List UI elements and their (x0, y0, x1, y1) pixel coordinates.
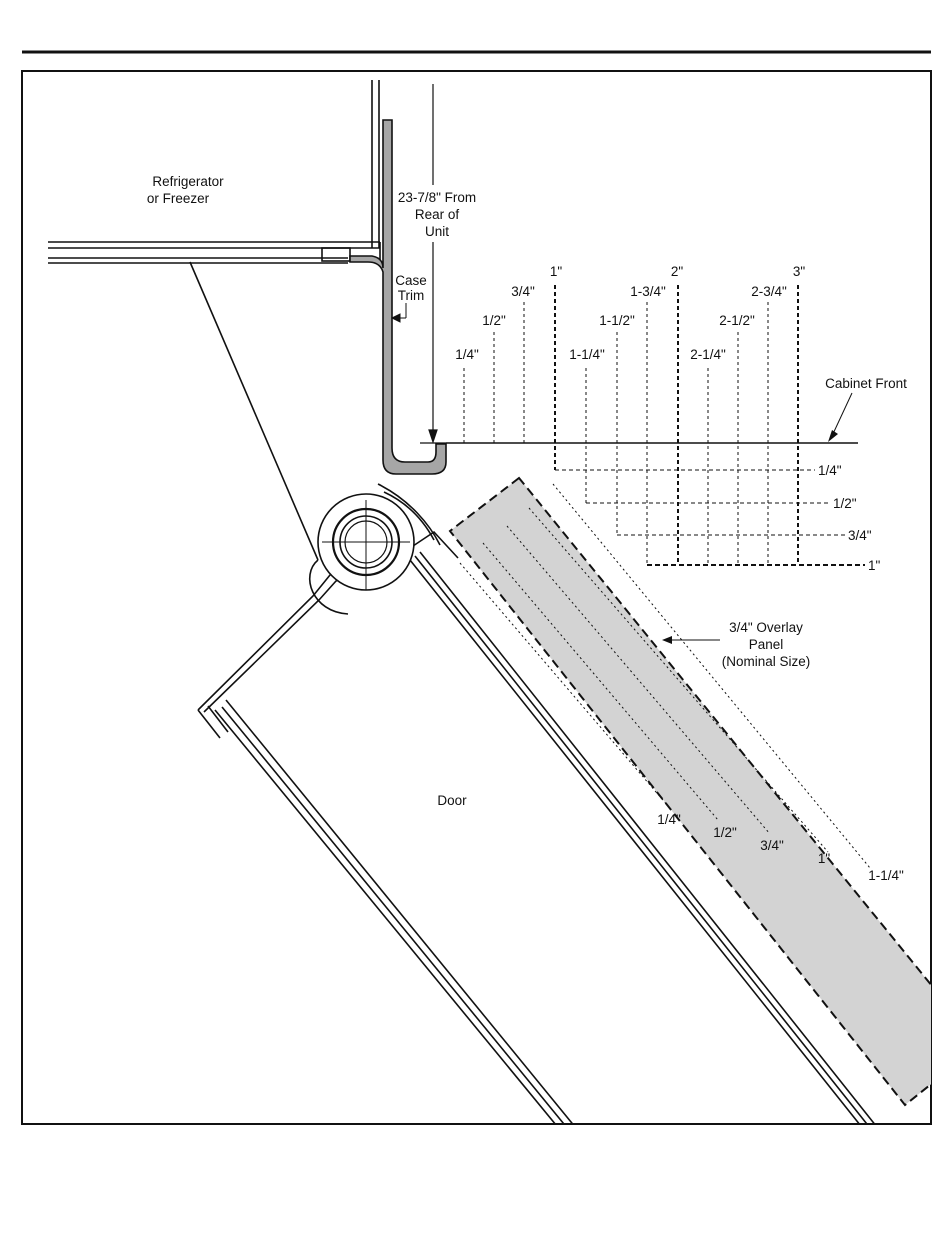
gap-label-1-1-2: 1-1/2" (599, 313, 635, 328)
depth-label-1: 1" (868, 558, 881, 573)
unit-label-line-2: or Freezer (147, 191, 210, 206)
door-label: Door (437, 793, 467, 808)
diagram-frame (22, 71, 931, 1124)
overlay-panel-leader (662, 636, 720, 644)
gap-label-2-1-4: 2-1/4" (690, 347, 726, 362)
panel-label-3-4: 3/4" (760, 838, 784, 853)
refrigerator-cabinet (48, 80, 380, 263)
from-rear-label-line-3: Unit (425, 224, 449, 239)
cabinet-front-leader (828, 393, 852, 442)
panel-label-1-1-4: 1-1/4" (868, 868, 904, 883)
overlay-panel-label-line-3: (Nominal Size) (722, 654, 811, 669)
hinge-pin (318, 494, 414, 590)
from-rear-label-line-2: Rear of (415, 207, 460, 222)
from-rear-label-line-1: 23-7/8" From (398, 190, 476, 205)
rear-dimension-line (420, 84, 446, 443)
case-trim-label-line-2: Trim (398, 288, 425, 303)
case-trim-leader (392, 303, 406, 322)
gap-label-1: 1" (550, 264, 563, 279)
overlay-panel-label-line-2: Panel (749, 637, 784, 652)
gap-label-3: 3" (793, 264, 806, 279)
case-trim-label-line-1: Case (395, 273, 427, 288)
gap-label-2-1-2: 2-1/2" (719, 313, 755, 328)
depth-label-1-2: 1/2" (833, 496, 857, 511)
gap-label-1-4: 1/4" (455, 347, 479, 362)
gap-label-2: 2" (671, 264, 684, 279)
panel-label-1-4: 1/4" (657, 812, 681, 827)
panel-label-1-2: 1/2" (713, 825, 737, 840)
depth-label-3-4: 3/4" (848, 528, 872, 543)
depth-tick-lines (555, 470, 865, 565)
panel-label-1: 1" (818, 851, 831, 866)
depth-label-1-4: 1/4" (818, 463, 842, 478)
unit-label-line-1: Refrigerator (152, 174, 224, 189)
gap-label-2-3-4: 2-3/4" (751, 284, 787, 299)
gap-label-3-4: 3/4" (511, 284, 535, 299)
gap-label-1-2: 1/2" (482, 313, 506, 328)
gap-label-1-1-4: 1-1/4" (569, 347, 605, 362)
cabinet-front-label: Cabinet Front (825, 376, 907, 391)
gap-label-1-3-4: 1-3/4" (630, 284, 666, 299)
overlay-panel-label-line-1: 3/4" Overlay (729, 620, 803, 635)
